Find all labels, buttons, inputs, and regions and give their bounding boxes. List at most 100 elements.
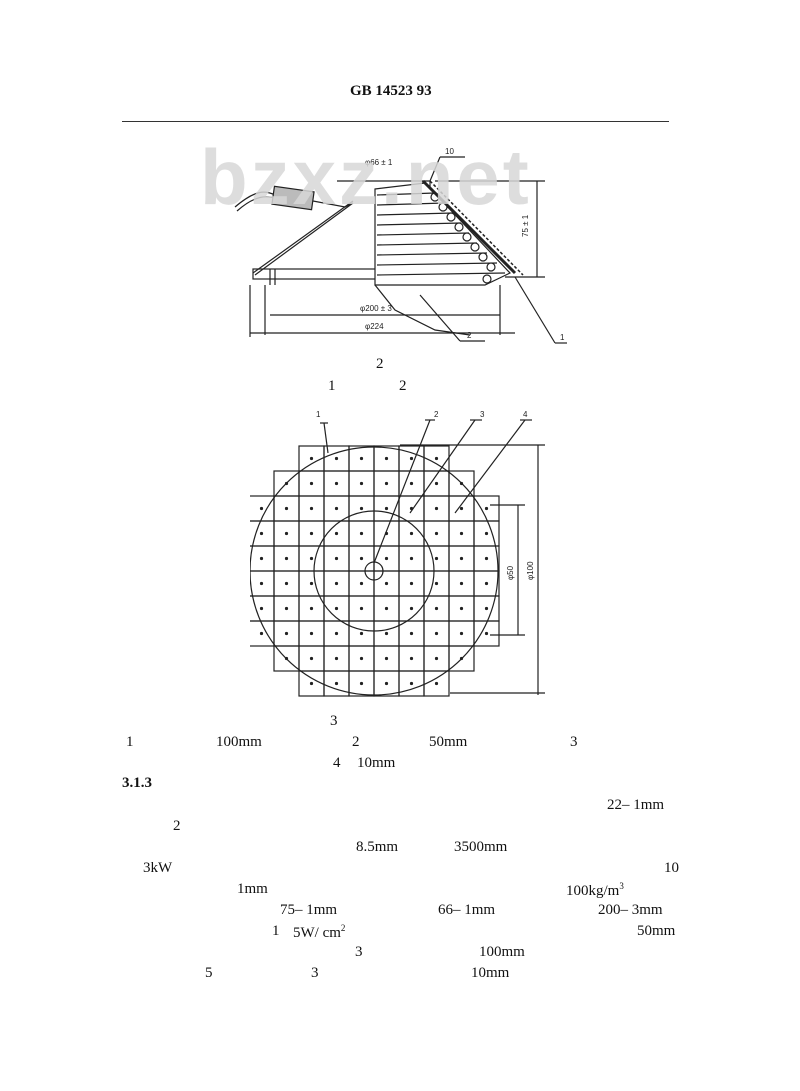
grid-dot (434, 656, 439, 661)
figure-3-legend-50mm: 50mm (429, 734, 468, 750)
figure-3-legend-1: 1 (126, 734, 134, 750)
grid-dot (334, 581, 339, 586)
section-number: 3.1.3 (122, 775, 152, 791)
grid-dot (459, 606, 464, 611)
grid-dot (384, 656, 389, 661)
grid-dot (384, 556, 389, 561)
grid-dot (434, 631, 439, 636)
grid-dot (434, 581, 439, 586)
dim-height-label: 75 ± 1 (521, 214, 530, 237)
grid-dot (359, 481, 364, 486)
text-200mm: 200– 3mm (598, 902, 663, 918)
grid-dot (359, 456, 364, 461)
grid-dot (384, 506, 389, 511)
text-50mm: 50mm (637, 923, 676, 939)
figure-3-caption: 3 (330, 713, 338, 729)
grid-dot (334, 656, 339, 661)
grid-dot (384, 631, 389, 636)
figure-2-legend-2: 2 (399, 378, 407, 394)
grid-dot (284, 606, 289, 611)
fig3-callout-2: 2 (434, 410, 439, 419)
grid-dot (434, 606, 439, 611)
dim-100-label: φ100 (526, 561, 535, 580)
grid-dot (459, 531, 464, 536)
grid-dot (309, 606, 314, 611)
figure-3-legend-3: 3 (570, 734, 578, 750)
grid-dot (259, 506, 264, 511)
grid-dot (334, 531, 339, 536)
grid-cell (448, 645, 475, 672)
grid-dot (309, 681, 314, 686)
text-75mm: 75– 1mm (280, 902, 338, 918)
text-1mm: 1mm (237, 881, 268, 897)
grid-cell (473, 620, 500, 647)
grid-cell (423, 670, 450, 697)
text-8-5mm: 8.5mm (356, 839, 399, 855)
grid-dot (334, 681, 339, 686)
figure-3-legend-4: 4 (333, 755, 341, 771)
grid-dot (434, 681, 439, 686)
grid-dots (259, 456, 489, 686)
grid-dot (409, 531, 414, 536)
left-cone-wall (252, 200, 354, 274)
grid-dot (309, 631, 314, 636)
grid-dot (309, 456, 314, 461)
document-header: GB 14523 93 (350, 83, 432, 99)
grid-dot (459, 556, 464, 561)
grid-dot (334, 631, 339, 636)
dim-d200-label: φ200 ± 3 (360, 304, 392, 313)
dim-d224-label: φ224 (365, 322, 384, 331)
text-5w-cm2: 5W/ cm2 (293, 923, 346, 941)
grid-dot (284, 656, 289, 661)
callout-1: 1 (560, 333, 565, 342)
measurement-grid (250, 445, 500, 697)
grid-dot (284, 631, 289, 636)
grid-dot (434, 531, 439, 536)
text-1-irradiance: 1 (272, 923, 280, 939)
grid-dot (284, 581, 289, 586)
text-66mm: 66– 1mm (438, 902, 496, 918)
grid-dot (359, 506, 364, 511)
callout-2: 2 (467, 331, 472, 340)
grid-dot (459, 631, 464, 636)
grid-dot (384, 581, 389, 586)
text-3kw: 3kW (143, 860, 173, 876)
grid-dot (484, 631, 489, 636)
grid-dot (484, 531, 489, 536)
text-3500mm: 3500mm (454, 839, 508, 855)
grid-dot (359, 631, 364, 636)
grid-dot (409, 506, 414, 511)
grid-dot (384, 456, 389, 461)
grid-dot (484, 581, 489, 586)
grid-dot (309, 481, 314, 486)
grid-dot (334, 606, 339, 611)
grid-dot (434, 556, 439, 561)
grid-dot (409, 606, 414, 611)
grid-dot (434, 506, 439, 511)
grid-dot (284, 556, 289, 561)
grid-dot (309, 656, 314, 661)
grid-dot (259, 631, 264, 636)
base-plate (252, 268, 384, 280)
grid-dot (259, 606, 264, 611)
grid-dot (409, 581, 414, 586)
text-10: 10 (664, 860, 679, 876)
grid-dot (484, 506, 489, 511)
grid-dot (359, 581, 364, 586)
figure-3-legend-10mm: 10mm (357, 755, 396, 771)
grid-dot (309, 581, 314, 586)
grid-dot (409, 456, 414, 461)
text-figure-ref-3: 3 (355, 944, 363, 960)
grid-dot (259, 581, 264, 586)
dim-top-label: φ66 ± 1 (365, 158, 393, 167)
dim-50-label: φ50 (506, 565, 515, 580)
grid-dot (409, 681, 414, 686)
figure-2-caption: 2 (376, 356, 384, 372)
grid-dot (409, 656, 414, 661)
grid-dot (359, 531, 364, 536)
grid-dot (334, 556, 339, 561)
grid-dot (409, 481, 414, 486)
grid-dot (434, 456, 439, 461)
grid-dot (259, 531, 264, 536)
text-22mm: 22– 1mm (607, 797, 665, 813)
